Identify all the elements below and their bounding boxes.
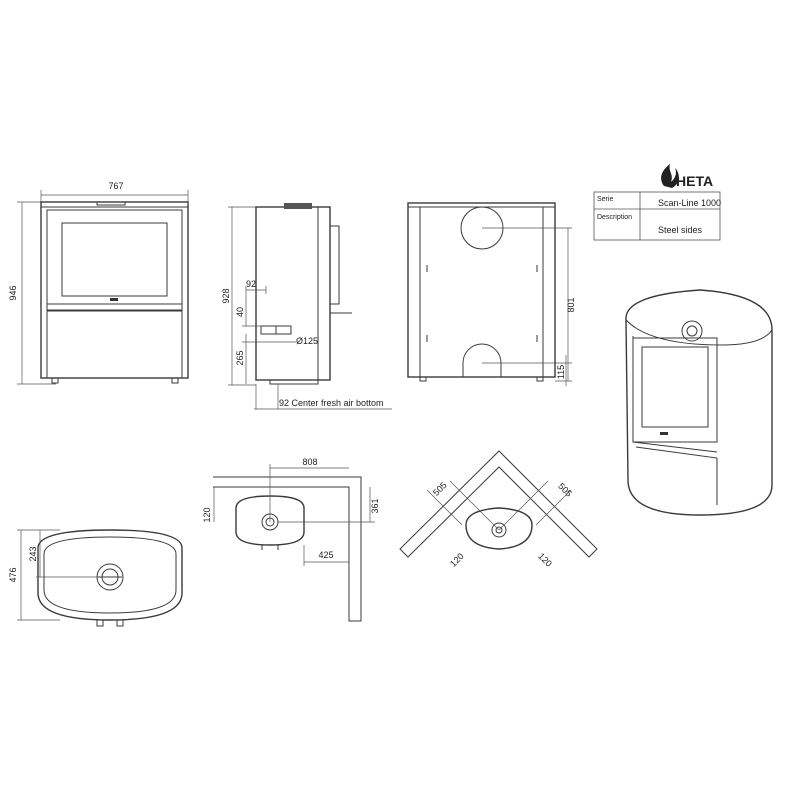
stove-3d-door (632, 337, 718, 443)
serie-value: Scan-Line 1000 (658, 198, 721, 208)
wall-dim-808: 808 (302, 457, 317, 467)
stove-3d-view (625, 289, 773, 516)
front-door-frame (46, 209, 183, 311)
wall-dim-361: 361 (370, 498, 380, 513)
brand-plate (110, 298, 118, 301)
fresh-air-inlet (462, 343, 502, 377)
back-body (407, 202, 556, 378)
corner-plan-view: 505 505 120 120 (399, 450, 598, 569)
back-dim-115: 115 (556, 365, 566, 379)
corner-dim-120-right: 120 (536, 551, 554, 569)
title-block: HETA Serie Scan-Line 1000 Description St… (593, 164, 721, 241)
front-glass-window (61, 222, 168, 297)
front-top-plate (96, 201, 126, 206)
back-dim-801: 801 (566, 297, 576, 312)
side-door-hinge (329, 225, 340, 305)
corner-wall-outline (399, 450, 598, 558)
wall-dim-120: 120 (202, 507, 212, 522)
heta-flame-logo (661, 164, 679, 188)
top-view: 476 243 (8, 529, 183, 627)
side-dim-265: 265 (235, 350, 245, 365)
serie-label: Serie (597, 196, 613, 203)
side-view: 928 92 40 265 Ø125 92 Center fresh air b… (221, 203, 392, 410)
stove-3d-body (625, 289, 773, 516)
top-dim-243: 243 (28, 546, 38, 561)
description-label: Description (597, 214, 632, 221)
corner-plan-stove (465, 507, 533, 550)
stove-3d-glass (641, 346, 709, 428)
wall-outline (213, 476, 362, 622)
front-body (40, 201, 189, 379)
stove-3d-flue-ring-outer (681, 320, 703, 342)
top-dim-476: 476 (8, 567, 18, 582)
front-width-dim: 767 (108, 181, 123, 191)
side-dim-92: 92 (246, 279, 256, 289)
back-view: 801 115 (407, 202, 576, 386)
side-height-dim: 928 (221, 288, 231, 303)
brand-logo-text: HETA (676, 173, 713, 189)
side-dim-40: 40 (235, 307, 245, 317)
corner-dim-505-right: 505 (556, 481, 574, 499)
side-body (255, 206, 331, 381)
top-view-body (37, 529, 183, 621)
side-top-handle (284, 203, 312, 209)
corner-dim-120-left: 120 (448, 551, 466, 569)
front-view: 767 946 (8, 181, 189, 385)
corner-dim-505-left: 505 (431, 480, 449, 498)
wall-plan-stove (235, 495, 305, 546)
wall-plan-view: 808 120 361 425 (202, 457, 380, 622)
description-value: Steel sides (658, 225, 703, 235)
wall-dim-425: 425 (318, 550, 333, 560)
front-storage-drawer (46, 310, 183, 379)
fresh-air-note: 92 Center fresh air bottom (279, 398, 384, 408)
stove-3d-flue-ring-inner (686, 325, 698, 337)
outlet-diameter-dim: Ø125 (296, 336, 318, 346)
front-height-dim: 946 (8, 285, 18, 300)
